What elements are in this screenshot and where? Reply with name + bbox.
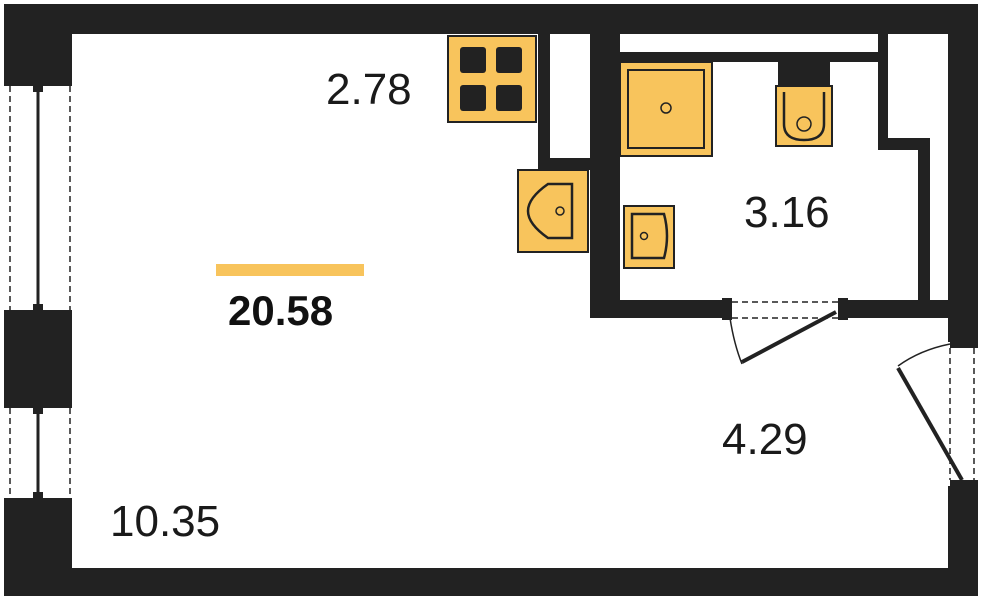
wall-toilet-top — [778, 62, 830, 86]
wall-left-bottom — [4, 502, 72, 596]
shower-tray-icon — [619, 61, 713, 157]
wall-right-bottom — [948, 486, 978, 596]
living-room-area-label: 10.35 — [110, 497, 221, 546]
door-icon — [722, 298, 848, 365]
interior-walls — [538, 34, 948, 318]
kitchen-area-label: 2.78 — [326, 65, 412, 114]
wall-left-top — [4, 4, 72, 84]
stove-icon — [447, 35, 537, 123]
total-area-label: 20.58 — [228, 287, 334, 334]
kitchen-sink-icon — [517, 169, 589, 253]
wall-duct-left — [878, 34, 888, 140]
washbasin-icon — [623, 205, 675, 269]
wall-right-top — [948, 4, 978, 342]
window-upper — [4, 76, 72, 320]
entrance-door-icon — [896, 338, 978, 490]
window-icon — [4, 76, 72, 508]
wall-bathroom-top — [620, 52, 882, 62]
total-area-accent-bar — [216, 264, 364, 276]
wall-left-middle — [4, 318, 72, 404]
wall-bathroom-bottom-right — [846, 300, 948, 318]
wall-duct-right — [918, 138, 930, 318]
wall-kitchen-niche-bottom — [538, 158, 590, 170]
wall-duct-bottom — [878, 138, 928, 150]
wall-bathroom-left — [590, 34, 620, 318]
hallway-area-label: 4.29 — [722, 415, 808, 464]
wall-bathroom-bottom-left — [590, 300, 722, 318]
wall-kitchen-niche-left — [538, 34, 550, 162]
outer-walls — [4, 4, 978, 596]
toilet-icon — [775, 85, 833, 147]
window-lower — [4, 398, 72, 508]
wall-bottom — [4, 568, 978, 596]
bathroom-area-label: 3.16 — [744, 188, 830, 237]
wall-top — [4, 4, 978, 34]
